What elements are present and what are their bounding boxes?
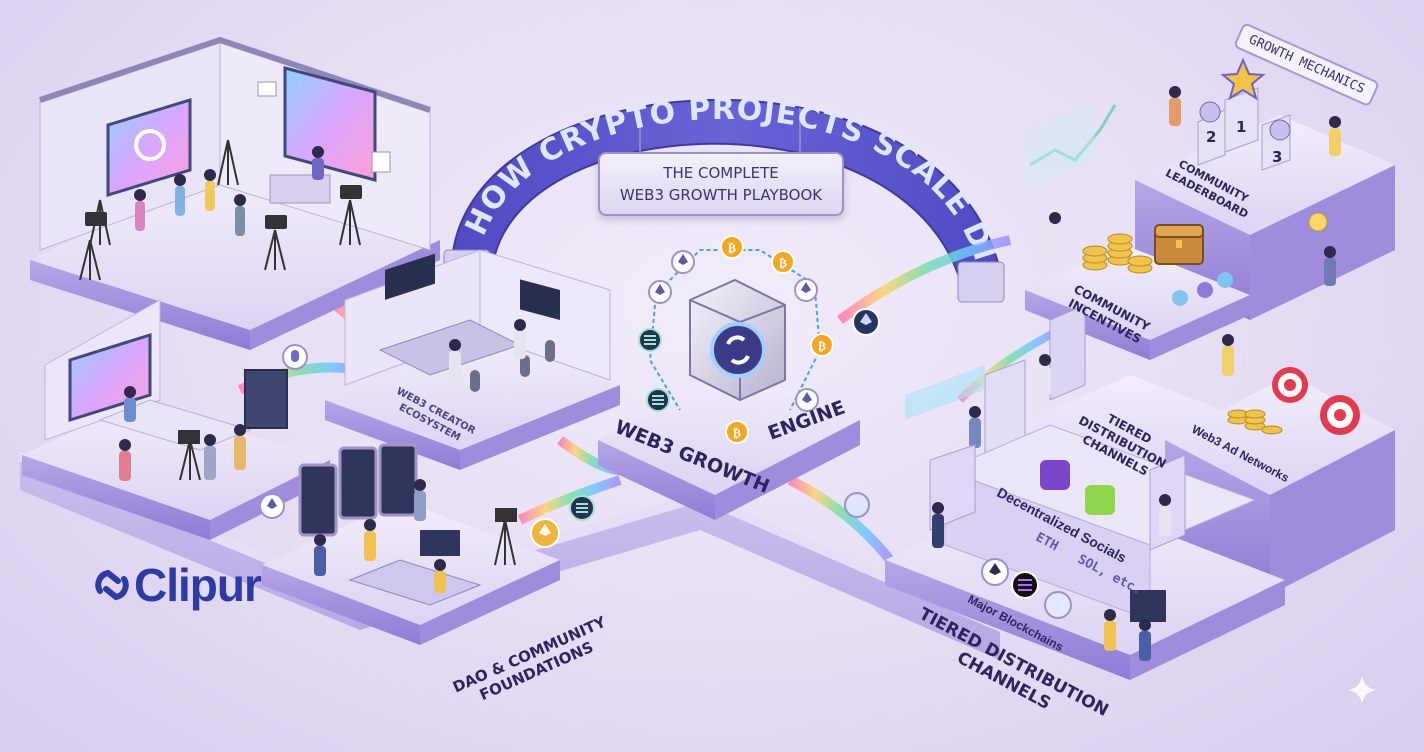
svg-text:₿: ₿ [733, 426, 741, 440]
center-sign-line2: WEB3 GROWTH PLAYBOOK [619, 186, 823, 204]
ethereum-icon [852, 308, 880, 336]
brand-logo: Clipur [134, 558, 262, 612]
coin-icons: ₿ ₿ ₿ ₿ [259, 235, 880, 548]
trophy-icon [1220, 57, 1266, 101]
treasure-chest-icon [1154, 224, 1204, 265]
ethereum-icon [795, 388, 819, 412]
ethereum-icon [648, 280, 672, 304]
ethereum-icon [259, 493, 285, 519]
center-sign-line1: THE COMPLETE [663, 164, 779, 182]
engine-platform [598, 249, 860, 520]
microphone-icon [470, 340, 555, 392]
microphone-icon [282, 344, 308, 370]
bitcoin-icon: ₿ [720, 235, 744, 259]
polygon-icon [1044, 591, 1072, 619]
podium-number-2: 2 [1206, 128, 1217, 146]
camera-icon [85, 185, 362, 229]
brand-name: Clipur [134, 559, 262, 611]
svg-text:₿: ₿ [779, 256, 787, 270]
ethereum-icon [671, 250, 695, 274]
creator-ecosystem-platform [325, 249, 620, 470]
ethereum-icon [844, 492, 870, 518]
bitcoin-icon: ₿ [725, 420, 749, 444]
ethereum-icon [530, 518, 560, 548]
socials-platform [885, 424, 1285, 680]
clipur-logo-icon [95, 569, 129, 601]
podium-number-3: 3 [1272, 148, 1283, 166]
clipur-logo-icon [134, 129, 166, 161]
coin-icons-incentives [1172, 272, 1233, 306]
engine-cube [689, 278, 786, 402]
coin-stack-icon [1082, 233, 1153, 274]
base-walkway-top [20, 452, 1000, 632]
stream-studio-platform [22, 299, 330, 540]
bitcoin-icon: ₿ [810, 333, 834, 357]
solana-icon [1011, 571, 1039, 599]
solana-icon [646, 388, 670, 412]
center-sign: THE COMPLETE WEB3 GROWTH PLAYBOOK [598, 152, 844, 216]
sparkle-icon [1348, 676, 1376, 704]
bitcoin-icon: ₿ [771, 250, 795, 274]
coin-stack-icon [1227, 409, 1283, 435]
incentives-platform [1025, 100, 1250, 360]
solana-icon [638, 328, 662, 352]
clipur-logo-icon [726, 335, 750, 365]
target-icon [1272, 367, 1360, 435]
ethereum-icon [794, 278, 818, 302]
svg-text:₿: ₿ [728, 241, 736, 255]
studio-platform [30, 36, 440, 350]
solana-icon [569, 495, 595, 521]
podium-number-1: 1 [1236, 118, 1247, 136]
dao-platform [262, 443, 560, 645]
svg-text:₿: ₿ [818, 339, 826, 353]
lightbulb-icon [1308, 212, 1328, 232]
ethereum-icon [981, 558, 1009, 586]
